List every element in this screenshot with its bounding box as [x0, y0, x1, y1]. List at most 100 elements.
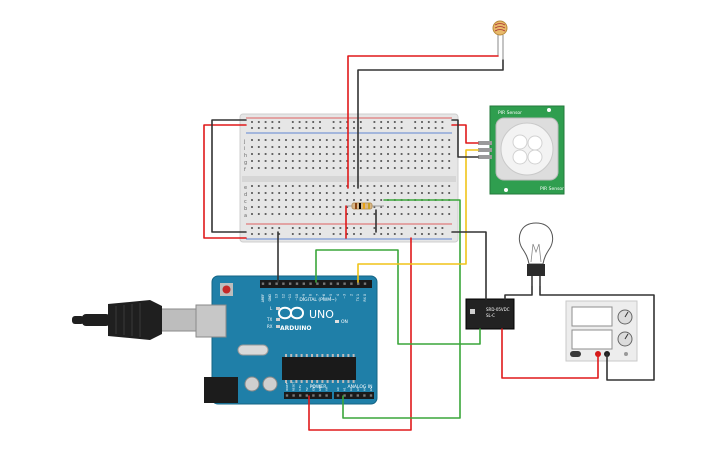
breadboard-hole[interactable] [312, 206, 315, 208]
breadboard-hole[interactable] [312, 199, 315, 201]
breadboard-hole[interactable] [264, 213, 267, 215]
breadboard-hole[interactable] [393, 146, 396, 148]
breadboard-hole[interactable] [251, 233, 253, 235]
breadboard-hole[interactable] [298, 206, 301, 208]
breadboard-hole[interactable] [373, 192, 376, 194]
breadboard-hole[interactable] [325, 199, 328, 201]
breadboard-hole[interactable] [271, 227, 274, 229]
pir-pin-vcc[interactable] [478, 141, 492, 145]
breadboard-hole[interactable] [291, 160, 294, 162]
breadboard-hole[interactable] [373, 153, 376, 155]
breadboard-hole[interactable] [278, 160, 281, 162]
breadboard-hole[interactable] [353, 213, 355, 215]
breadboard-hole[interactable] [387, 160, 389, 162]
breadboard-hole[interactable] [278, 185, 281, 187]
breadboard-hole[interactable] [387, 127, 389, 129]
breadboard-hole[interactable] [346, 227, 349, 229]
breadboard-hole[interactable] [278, 146, 281, 148]
breadboard-hole[interactable] [325, 139, 328, 141]
breadboard-hole[interactable] [278, 199, 281, 201]
breadboard-hole[interactable] [434, 127, 437, 129]
breadboard-hole[interactable] [312, 185, 315, 187]
breadboard-hole[interactable] [393, 139, 396, 141]
breadboard-hole[interactable] [251, 121, 253, 123]
power-pin[interactable] [285, 394, 289, 397]
breadboard-hole[interactable] [380, 206, 383, 208]
breadboard-hole[interactable] [448, 213, 451, 215]
breadboard-hole[interactable] [407, 185, 410, 187]
breadboard-hole[interactable] [298, 227, 301, 229]
breadboard-hole[interactable] [366, 199, 369, 201]
breadboard-hole[interactable] [427, 192, 430, 194]
analog-pin[interactable] [369, 394, 373, 397]
breadboard-hole[interactable] [414, 213, 417, 215]
breadboard-hole[interactable] [414, 153, 417, 155]
breadboard-hole[interactable] [285, 185, 287, 187]
breadboard-hole[interactable] [312, 146, 315, 148]
breadboard-hole[interactable] [400, 146, 403, 148]
breadboard-hole[interactable] [421, 227, 423, 229]
breadboard-hole[interactable] [271, 206, 274, 208]
breadboard-hole[interactable] [325, 160, 328, 162]
wire-black-relay[interactable] [451, 231, 487, 300]
breadboard-hole[interactable] [448, 167, 451, 169]
digital-pin[interactable] [268, 282, 271, 285]
breadboard-hole[interactable] [278, 121, 281, 123]
breadboard-hole[interactable] [414, 227, 417, 229]
breadboard-hole[interactable] [353, 192, 355, 194]
breadboard-hole[interactable] [380, 227, 383, 229]
breadboard-hole[interactable] [427, 213, 430, 215]
breadboard-hole[interactable] [312, 121, 315, 123]
breadboard-hole[interactable] [414, 127, 417, 129]
breadboard-hole[interactable] [400, 139, 403, 141]
breadboard-hole[interactable] [380, 199, 383, 201]
breadboard-hole[interactable] [339, 199, 342, 201]
breadboard-hole[interactable] [251, 192, 253, 194]
breadboard-hole[interactable] [264, 192, 267, 194]
breadboard-hole[interactable] [305, 146, 308, 148]
breadboard-hole[interactable] [264, 139, 267, 141]
breadboard-hole[interactable] [414, 206, 417, 208]
breadboard-hole[interactable] [264, 160, 267, 162]
breadboard-hole[interactable] [251, 167, 253, 169]
breadboard-hole[interactable] [298, 153, 301, 155]
breadboard-hole[interactable] [278, 206, 281, 208]
digital-pin[interactable] [350, 282, 353, 285]
breadboard-hole[interactable] [346, 199, 349, 201]
breadboard-hole[interactable] [407, 160, 410, 162]
breadboard-hole[interactable] [346, 139, 349, 141]
breadboard-hole[interactable] [441, 121, 444, 123]
breadboard-hole[interactable] [421, 153, 423, 155]
pir-pin-gnd[interactable] [478, 155, 492, 159]
resistor[interactable] [346, 202, 384, 210]
breadboard-hole[interactable] [387, 167, 389, 169]
breadboard-hole[interactable] [387, 227, 389, 229]
breadboard-hole[interactable] [305, 121, 308, 123]
breadboard-hole[interactable] [434, 146, 437, 148]
breadboard-hole[interactable] [421, 139, 423, 141]
breadboard-hole[interactable] [305, 127, 308, 129]
power-supply[interactable] [565, 300, 638, 362]
breadboard-hole[interactable] [271, 213, 274, 215]
breadboard-hole[interactable] [427, 146, 430, 148]
usb-port[interactable] [195, 304, 227, 338]
breadboard-hole[interactable] [325, 206, 328, 208]
breadboard-hole[interactable] [271, 167, 274, 169]
breadboard-hole[interactable] [400, 121, 403, 123]
breadboard-hole[interactable] [359, 199, 362, 201]
breadboard-hole[interactable] [264, 127, 267, 129]
breadboard-hole[interactable] [325, 185, 328, 187]
breadboard-hole[interactable] [393, 233, 396, 235]
breadboard-hole[interactable] [251, 185, 253, 187]
breadboard-hole[interactable] [271, 185, 274, 187]
breadboard-hole[interactable] [421, 127, 423, 129]
breadboard-hole[interactable] [257, 192, 260, 194]
pir-sensor[interactable]: PIR Sensor PIR Sensor [478, 105, 565, 195]
breadboard-hole[interactable] [387, 121, 389, 123]
analog-pin[interactable] [363, 394, 366, 397]
breadboard-hole[interactable] [366, 213, 369, 215]
breadboard-hole[interactable] [305, 139, 308, 141]
breadboard-hole[interactable] [271, 199, 274, 201]
breadboard-hole[interactable] [393, 167, 396, 169]
